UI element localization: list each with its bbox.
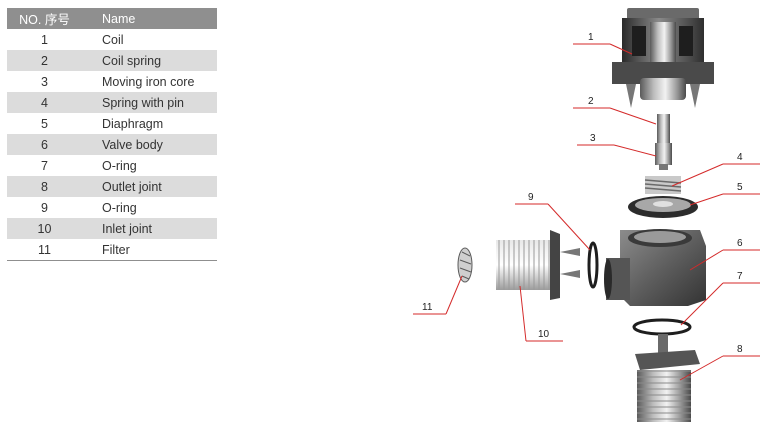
row-name: Filter (82, 239, 217, 261)
callout-label: 5 (737, 182, 743, 193)
table-row: 5 Diaphragm (7, 113, 217, 134)
o-ring-outlet-part (632, 318, 692, 336)
row-name: Diaphragm (102, 116, 164, 131)
inlet-joint-part (496, 230, 580, 300)
row-no: 7 (41, 158, 48, 173)
row-no: 8 (7, 176, 82, 197)
row-name: Spring with pin (82, 92, 217, 113)
row-no: 3 (41, 74, 48, 89)
callout-label: 10 (538, 329, 550, 340)
row-no: 10 (7, 218, 82, 239)
row-name: Coil spring (82, 50, 217, 71)
callout-1: 1 (573, 32, 633, 55)
row-name: O-ring (102, 200, 137, 215)
valve-body-part (604, 229, 706, 306)
callout-label: 8 (737, 344, 743, 355)
callout-11: 11 (413, 275, 463, 315)
row-name: O-ring (102, 158, 137, 173)
callout-label: 7 (737, 271, 743, 282)
coil-part (612, 8, 714, 108)
callout-6: 6 (689, 238, 760, 271)
callout-label: 9 (528, 192, 534, 203)
header-no: NO. 序号 (7, 8, 82, 29)
row-no: 2 (7, 50, 82, 71)
row-name: Inlet joint (82, 218, 217, 239)
row-no: 9 (41, 200, 48, 215)
row-name: Moving iron core (102, 74, 195, 89)
callout-label: 4 (737, 152, 743, 163)
callout-10: 10 (519, 285, 563, 342)
outlet-joint-part (635, 334, 700, 422)
row-name: Valve body (82, 134, 217, 155)
row-name: Outlet joint (82, 176, 217, 197)
table-row: 1 Coil (7, 29, 217, 50)
o-ring-inlet-part (587, 241, 599, 289)
row-no: 11 (7, 239, 82, 261)
row-no: 5 (41, 116, 48, 131)
callout-8: 8 (679, 344, 760, 381)
row-no: 1 (41, 32, 48, 47)
callout-label: 3 (590, 133, 596, 144)
callout-label: 2 (588, 96, 594, 107)
spring-with-pin-part (644, 176, 682, 194)
row-name: Coil (102, 32, 124, 47)
moving-iron-core-part (655, 114, 672, 170)
callout-5: 5 (689, 182, 760, 206)
table-row: 3 Moving iron core (7, 71, 217, 92)
row-no: 4 (7, 92, 82, 113)
callout-9: 9 (515, 192, 591, 251)
callout-4: 4 (671, 152, 760, 187)
table-row: 7 O-ring (7, 155, 217, 176)
table-header-row: NO. 序号 Name (7, 8, 217, 29)
callout-7: 7 (680, 271, 760, 326)
callout-3: 3 (577, 133, 657, 157)
table-row: 9 O-ring (7, 197, 217, 218)
header-name: Name (82, 8, 217, 29)
filter-part (457, 247, 473, 283)
callout-2: 2 (573, 96, 657, 125)
row-no: 6 (7, 134, 82, 155)
callout-label: 1 (588, 32, 594, 43)
callout-label: 6 (737, 238, 743, 249)
diaphragm-part (628, 196, 698, 218)
callout-label: 11 (422, 302, 433, 313)
